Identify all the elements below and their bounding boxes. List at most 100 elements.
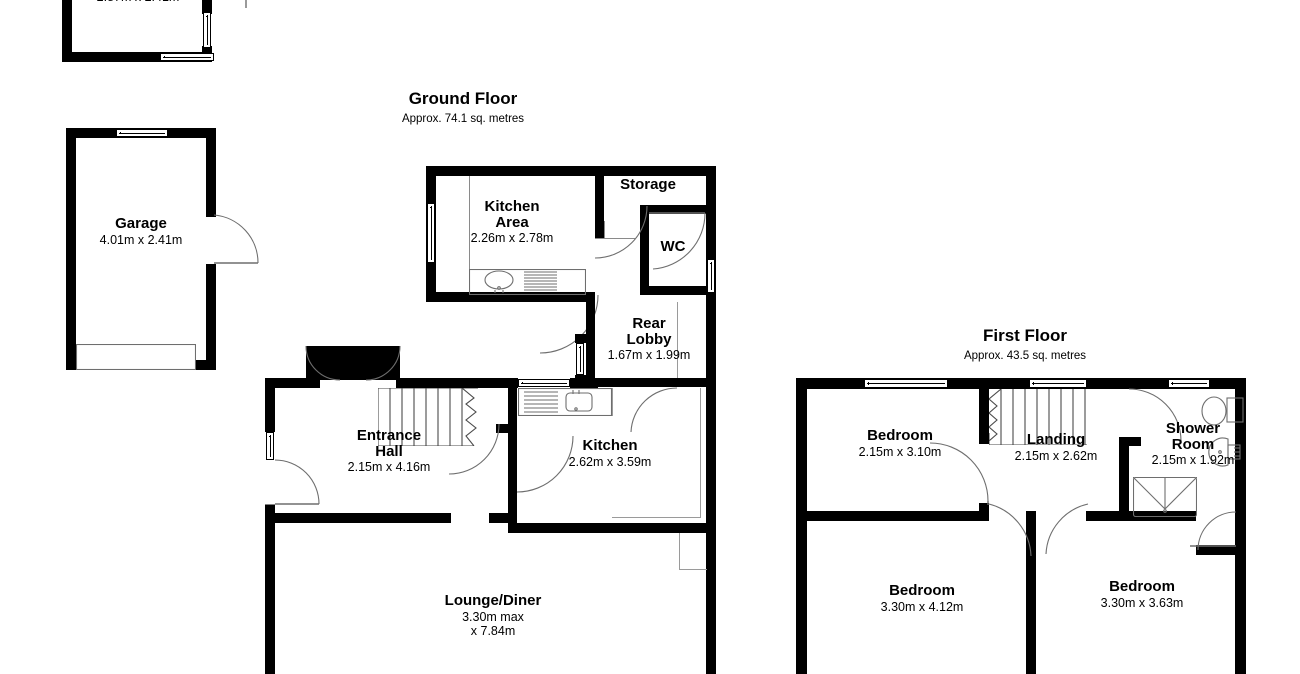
gf-window-kitchen-top — [518, 379, 570, 387]
ff-wall-bed2-bed3 — [1026, 511, 1036, 674]
landing-name: Landing — [1026, 431, 1086, 448]
garage-window-top — [116, 129, 168, 137]
bedroom2-dimension: 3.30m x 4.12m — [880, 600, 964, 615]
ff-wall-left — [796, 378, 807, 674]
garage-name: Garage — [115, 215, 167, 232]
gf-kitchen-unitline-right — [612, 388, 613, 416]
shower-room-name-line1: Shower — [1165, 420, 1221, 437]
landing-label: Landing 2.15m x 2.62m — [990, 431, 1122, 464]
gf-entrance-door — [263, 459, 320, 506]
gf-window-lobby-left — [576, 343, 584, 375]
kitchen-area-name-line1: Kitchen — [484, 198, 540, 215]
first-floor-title: First Floor — [982, 326, 1068, 345]
shower-room-name-line2: Room — [1171, 436, 1215, 454]
gf-window-kitchenarea-left — [427, 203, 435, 263]
ff-window-bedroom1 — [864, 379, 948, 388]
bedroom1-name: Bedroom — [867, 427, 933, 444]
gf-window-wc-right — [707, 259, 715, 293]
gf-wall-lounge-left — [265, 513, 275, 674]
garage-door — [76, 344, 196, 370]
gf-door-hall-inner — [448, 423, 503, 478]
kitchen-counter-sink — [518, 388, 612, 416]
entrance-hall-name-line2: Hall — [375, 443, 403, 461]
kitchen-area-dimension: 2.26m x 2.78m — [470, 231, 554, 246]
kitchen-dimension: 2.62m x 3.59m — [568, 455, 652, 470]
partial-window-bottom — [160, 53, 214, 61]
ff-wall-landing-shower — [1119, 437, 1129, 515]
landing-dimension: 2.15m x 2.62m — [1014, 449, 1098, 464]
entrance-hall-name-line1: Entrance — [356, 427, 422, 444]
bedroom2-name: Bedroom — [889, 582, 955, 599]
gf-wall-lobby-windowframe-top — [575, 334, 586, 343]
gf-wall-hall-kitchen-divider2 — [496, 424, 517, 433]
bedroom3-name: Bedroom — [1109, 578, 1175, 595]
bedroom1-dimension: 2.15m x 3.10m — [858, 445, 942, 460]
gf-door-storage — [594, 205, 651, 268]
ff-door-bedroom1 — [929, 442, 989, 505]
kitchen-label: Kitchen 2.62m x 3.59m — [539, 437, 681, 470]
ground-floor-area: Approx. 74.1 sq. metres — [401, 113, 525, 125]
bedroom3-label: Bedroom 3.30m x 3.63m — [1062, 578, 1222, 611]
gf-wall-kitchen-left-lower — [508, 436, 517, 533]
wash-basin — [1198, 437, 1242, 467]
gf-wall-kitchenarea-bottom — [426, 292, 586, 302]
shower-room-dimension: 2.15m x 1.92m — [1151, 453, 1235, 468]
partial-wall-left — [62, 0, 72, 62]
bedroom3-dimension: 3.30m x 3.63m — [1100, 596, 1184, 611]
ff-window-shower — [1168, 379, 1210, 388]
gf-storage-unitline — [604, 221, 605, 238]
ff-wall-bed1-bottom-stub — [979, 503, 989, 521]
gf-kitchen-inner-bottom — [612, 517, 701, 518]
kitchen-area-label: Kitchen Area 2.26m x 2.78m — [442, 198, 582, 246]
rear-lobby-name-line1: Rear — [632, 315, 666, 332]
bedroom2-label: Bedroom 3.30m x 4.12m — [842, 582, 1002, 615]
ff-door-bedroom2 — [988, 503, 1045, 560]
ff-door-airing-cupboard — [1190, 511, 1237, 552]
wc-label: WC — [640, 238, 706, 255]
ff-wall-shower-bottom-right — [1196, 545, 1246, 555]
gf-wall-kitchen-top — [396, 378, 518, 388]
gf-kitchen-inner-right — [700, 388, 701, 518]
entrance-hall-dimension: 2.15m x 4.16m — [347, 460, 431, 475]
gf-lobby-thinline — [677, 302, 678, 378]
lounge-diner-dimension-2: x 7.84m — [470, 623, 516, 638]
storage-label: Storage — [592, 176, 704, 193]
kitchen-area-name-line2: Area — [495, 214, 529, 232]
lounge-diner-dimension-1: 3.30m max — [462, 610, 524, 625]
gf-door-wc — [649, 212, 707, 293]
entrance-hall-label: Entrance Hall 2.15m x 4.16m — [323, 427, 455, 475]
garage-wall-right-upper — [206, 128, 216, 217]
gf-kitchenarea-unitline-left — [469, 176, 470, 270]
kitchen-area-counter — [469, 269, 586, 295]
gf-wall-lobby-bottom — [586, 378, 716, 387]
ff-wall-right — [1235, 378, 1246, 674]
lounge-diner-label: Lounge/Diner 3.30m max x 7.84m — [410, 592, 576, 638]
garage-dimension: 4.01m x 2.41m — [99, 233, 183, 248]
gf-lounge-recess-v — [679, 533, 680, 569]
garage-label: Garage 4.01m x 2.41m — [56, 215, 226, 248]
ff-wall-bed1-landing — [979, 378, 989, 444]
lounge-diner-name: Lounge/Diner — [444, 592, 542, 609]
ff-wall-shower-top-stub — [1119, 437, 1141, 446]
gf-wall-lounge-kitchen-stub — [489, 513, 517, 523]
ff-stairs — [989, 389, 1087, 445]
shower-room-label: Shower Room 2.15m x 1.92m — [1126, 420, 1260, 468]
partial-window-right — [203, 12, 211, 48]
gf-wall-wc-bottom — [640, 286, 716, 295]
gf-wall-hall-top — [265, 378, 320, 388]
gf-wall-kitchen-bottom — [508, 523, 706, 533]
bedroom1-label: Bedroom 2.15m x 3.10m — [830, 427, 970, 460]
rear-lobby-label: Rear Lobby 1.67m x 1.99m — [588, 315, 710, 363]
gf-storage-unitline-b — [595, 238, 635, 239]
ff-door-shower — [1128, 388, 1185, 445]
ground-floor-title: Ground Floor — [408, 89, 518, 108]
gf-wall-lobby-left — [586, 292, 595, 378]
gf-wall-right — [706, 166, 716, 674]
gf-wall-kitchen-top2 — [570, 378, 598, 388]
gf-door-hall-lounge — [516, 435, 575, 494]
storage-name: Storage — [620, 176, 676, 193]
gf-porch-outline — [305, 345, 401, 381]
wc-name: WC — [660, 238, 686, 255]
garage-wall-right-lower — [206, 264, 216, 370]
gf-wall-wc-left — [640, 205, 649, 295]
